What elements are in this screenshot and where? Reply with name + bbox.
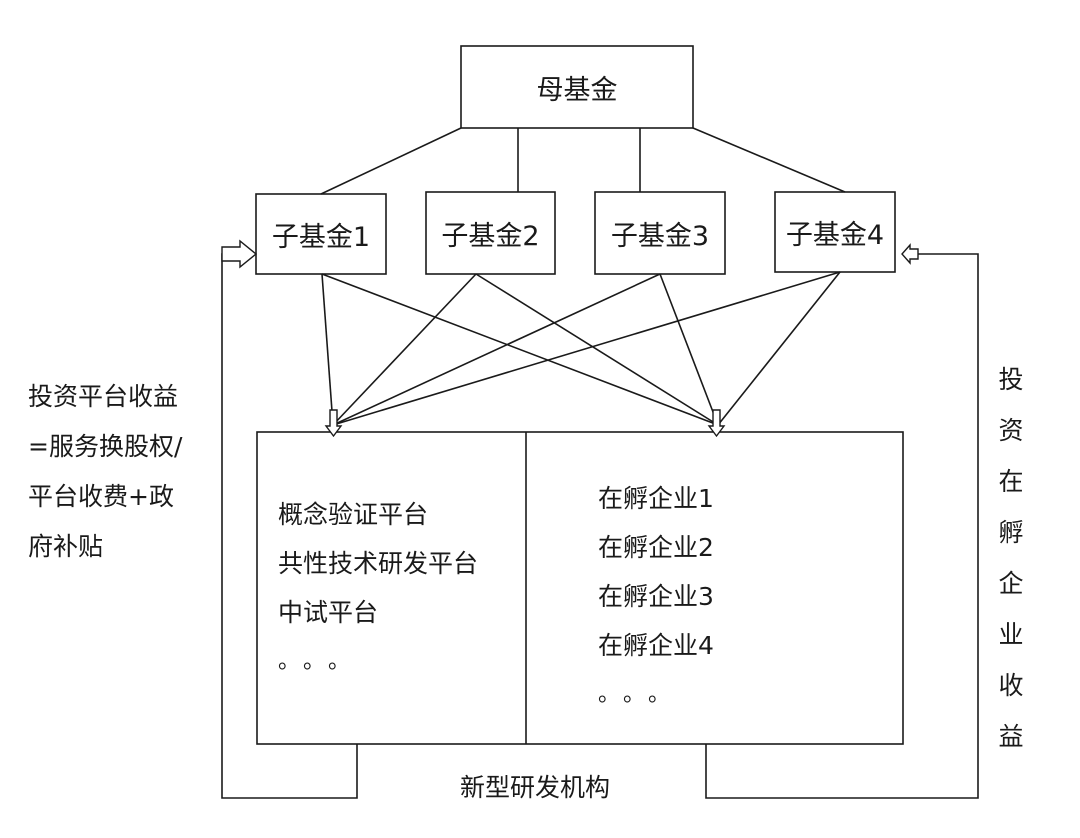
list-item: 中试平台: [278, 598, 379, 627]
arrow-down-icon: [324, 409, 343, 438]
list-item: 。。。: [278, 649, 365, 674]
note-line: 投资平台收益: [28, 382, 179, 411]
sub-fund-label-2: 子基金2: [441, 220, 540, 252]
sub-fund-box-2: [425, 191, 556, 275]
institution-box: [256, 431, 904, 745]
arrow-right-icon: [221, 239, 258, 269]
note-char: 业: [998, 620, 1024, 649]
sub-fund-box-4: [774, 191, 896, 273]
note-char: 收: [998, 671, 1024, 700]
sub-fund-label-4: 子基金4: [785, 219, 885, 251]
note-line: 府补贴: [28, 532, 104, 561]
note-char: 资: [998, 416, 1024, 445]
list-item: 在孵企业4: [598, 631, 714, 660]
list-item: 概念验证平台: [278, 500, 429, 529]
arrow-down-icon: [707, 409, 726, 438]
platform-revenue-note: 投资平台收益 =服务换股权/ 平台收费+政 府补贴: [28, 372, 182, 572]
platform-list: 概念验证平台 共性技术研发平台 中试平台 。。。: [278, 490, 478, 686]
mother-fund-label: 母基金: [536, 74, 618, 106]
arrow-left-icon: [901, 243, 919, 265]
mother-fund-box: [460, 45, 694, 129]
sub-fund-label-1: 子基金1: [271, 221, 371, 253]
company-revenue-note: 投 资 在 孵 企 业 收 益: [990, 354, 1032, 762]
company-list: 在孵企业1 在孵企业2 在孵企业3 在孵企业4 。。。: [598, 474, 714, 719]
note-char: 孵: [998, 518, 1024, 547]
note-char: 投: [998, 365, 1024, 394]
list-item: 在孵企业2: [598, 533, 714, 562]
institution-label: 新型研发机构: [459, 773, 610, 802]
note-char: 企: [998, 569, 1024, 598]
list-item: 在孵企业1: [598, 484, 714, 513]
list-item: 共性技术研发平台: [278, 549, 479, 578]
note-char: 益: [998, 722, 1024, 751]
note-line: 平台收费+政: [28, 482, 174, 511]
note-line: =服务换股权/: [28, 432, 183, 461]
note-char: 在: [998, 467, 1024, 496]
sub-fund-label-3: 子基金3: [610, 220, 710, 252]
list-item: 在孵企业3: [598, 582, 714, 611]
list-item: 。。。: [598, 682, 685, 707]
